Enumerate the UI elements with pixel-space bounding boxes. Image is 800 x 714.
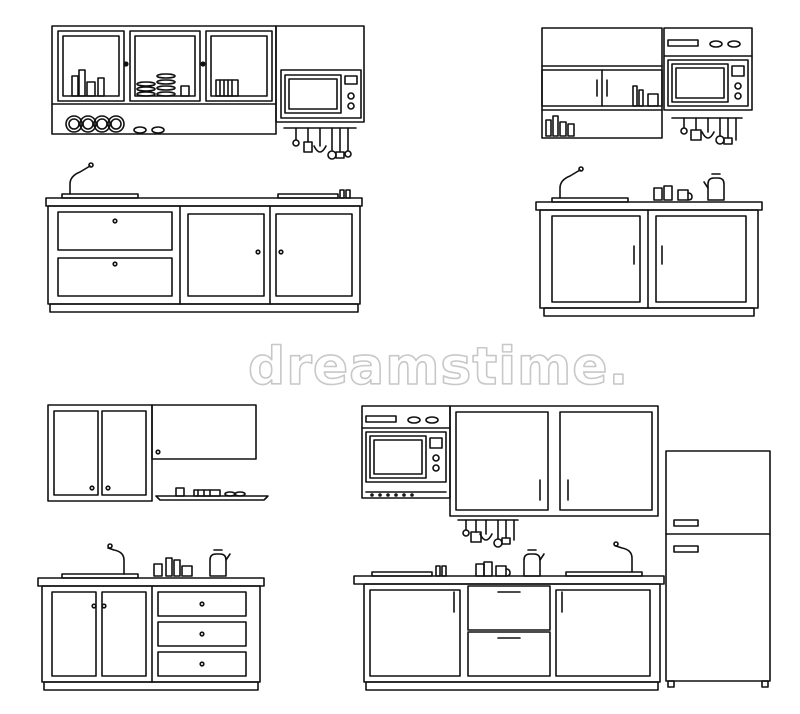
canisters bbox=[154, 558, 192, 576]
sink bbox=[62, 544, 138, 578]
base-cabinet bbox=[354, 576, 664, 690]
utensil-rack bbox=[284, 128, 356, 159]
sink bbox=[62, 163, 138, 198]
stove bbox=[278, 190, 350, 198]
base-cabinet bbox=[536, 202, 762, 316]
kitchen-set-top-left bbox=[46, 26, 364, 312]
wall-cabinet bbox=[450, 406, 658, 516]
glass-door-wall-cabinet bbox=[52, 26, 276, 134]
refrigerator bbox=[666, 451, 770, 687]
utensil-rack bbox=[458, 520, 518, 547]
microwave bbox=[362, 406, 450, 498]
microwave bbox=[664, 28, 752, 110]
canisters bbox=[476, 562, 510, 576]
kitchen-set-bottom-left bbox=[38, 405, 268, 690]
base-cabinet bbox=[46, 198, 362, 312]
kettle bbox=[210, 550, 230, 576]
kitchen-set-top-right bbox=[536, 28, 762, 316]
sink bbox=[552, 167, 628, 202]
stove bbox=[372, 566, 446, 576]
kitchen-set-bottom-right bbox=[354, 406, 770, 690]
kettle bbox=[524, 550, 544, 576]
watermark: dreamstime. bbox=[248, 337, 629, 397]
sink bbox=[566, 542, 642, 576]
wall-cabinet bbox=[48, 405, 256, 501]
wall-cabinet bbox=[542, 28, 662, 138]
canisters bbox=[654, 186, 692, 200]
dish-shelf bbox=[156, 488, 268, 500]
kettle bbox=[704, 174, 724, 200]
utensil-rack bbox=[672, 118, 742, 144]
base-cabinet bbox=[38, 578, 264, 690]
microwave bbox=[276, 26, 364, 122]
